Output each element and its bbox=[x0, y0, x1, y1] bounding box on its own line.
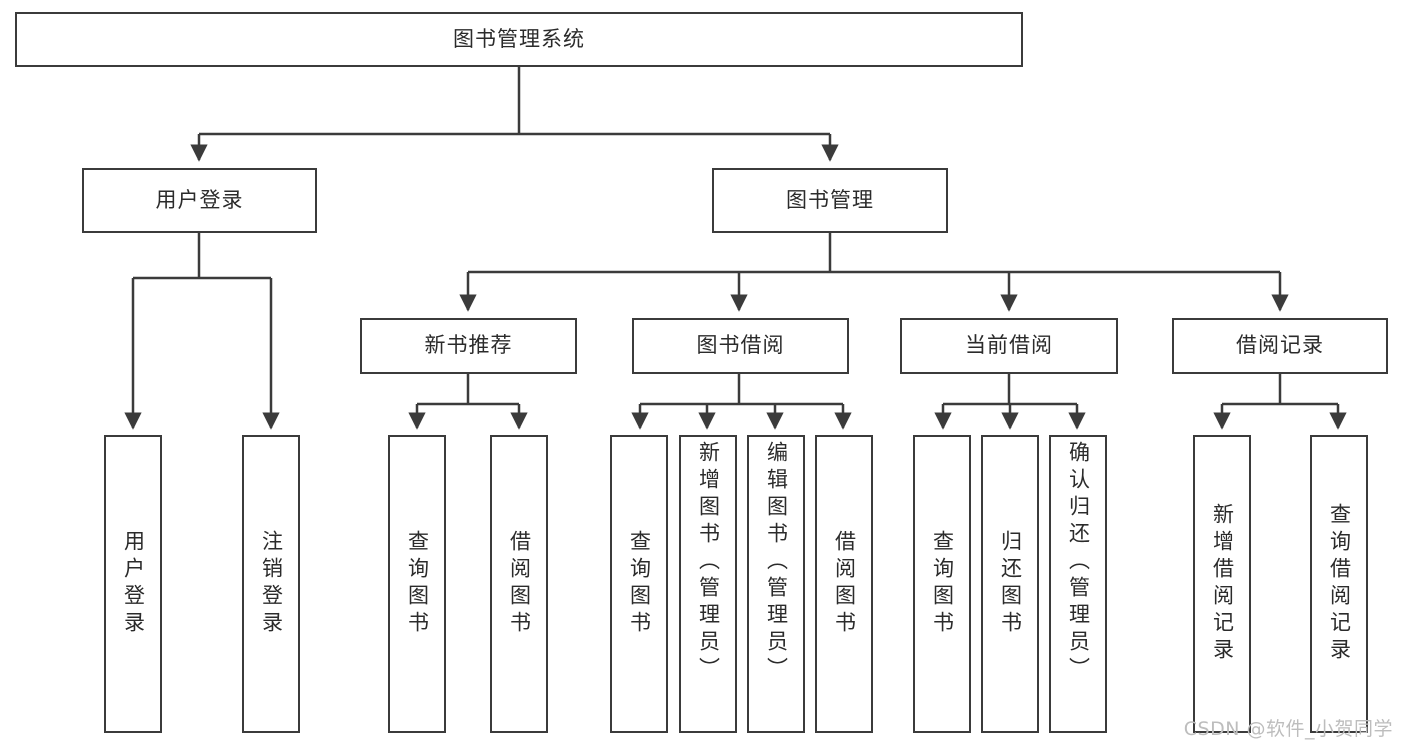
node-book-borrow[interactable]: 图书借阅 bbox=[632, 318, 849, 374]
leaf-user-login[interactable]: 用户登录 bbox=[104, 435, 162, 733]
node-new-book-recommend[interactable]: 新书推荐 bbox=[360, 318, 577, 374]
node-label: 图书借阅 bbox=[696, 333, 785, 358]
node-label: 查询借阅记录 bbox=[1327, 503, 1352, 665]
node-label: 新增图书（管理员） bbox=[696, 441, 721, 684]
leaf-query-book-recommend[interactable]: 查询图书 bbox=[388, 435, 446, 733]
leaf-confirm-return-admin[interactable]: 确认归还（管理员） bbox=[1049, 435, 1107, 733]
node-book-management[interactable]: 图书管理 bbox=[712, 168, 948, 233]
node-label: 编辑图书（管理员） bbox=[764, 441, 789, 684]
leaf-query-book-borrow[interactable]: 查询图书 bbox=[610, 435, 668, 733]
node-label: 借阅图书 bbox=[507, 530, 532, 638]
node-label: 新增借阅记录 bbox=[1210, 503, 1235, 665]
leaf-logout-login[interactable]: 注销登录 bbox=[242, 435, 300, 733]
leaf-edit-book-admin[interactable]: 编辑图书（管理员） bbox=[747, 435, 805, 733]
node-label: 借阅记录 bbox=[1236, 333, 1324, 358]
node-user-login[interactable]: 用户登录 bbox=[82, 168, 317, 233]
node-label: 新书推荐 bbox=[424, 333, 513, 358]
node-label: 用户登录 bbox=[155, 187, 244, 212]
node-label: 用户登录 bbox=[121, 530, 146, 638]
leaf-query-book-current[interactable]: 查询图书 bbox=[913, 435, 971, 733]
node-root-system[interactable]: 图书管理系统 bbox=[15, 12, 1023, 67]
leaf-borrow-book[interactable]: 借阅图书 bbox=[815, 435, 873, 733]
node-label: 图书管理 bbox=[786, 187, 874, 212]
leaf-query-borrow-record[interactable]: 查询借阅记录 bbox=[1310, 435, 1368, 733]
node-label: 查询图书 bbox=[930, 530, 955, 638]
leaf-add-borrow-record[interactable]: 新增借阅记录 bbox=[1193, 435, 1251, 733]
node-label: 查询图书 bbox=[627, 530, 652, 638]
node-label: 借阅图书 bbox=[832, 530, 857, 638]
csdn-watermark: CSDN @软件_小贺同学 bbox=[1183, 718, 1393, 740]
node-current-borrow[interactable]: 当前借阅 bbox=[900, 318, 1118, 374]
node-label: 确认归还（管理员） bbox=[1066, 441, 1091, 684]
leaf-add-book-admin[interactable]: 新增图书（管理员） bbox=[679, 435, 737, 733]
node-label: 归还图书 bbox=[998, 530, 1023, 638]
leaf-borrow-book-recommend[interactable]: 借阅图书 bbox=[490, 435, 548, 733]
leaf-return-book[interactable]: 归还图书 bbox=[981, 435, 1039, 733]
node-label: 查询图书 bbox=[405, 530, 430, 638]
node-label: 注销登录 bbox=[259, 530, 284, 638]
node-label: 当前借阅 bbox=[965, 333, 1053, 358]
node-label: 图书管理系统 bbox=[453, 26, 585, 51]
node-borrow-record[interactable]: 借阅记录 bbox=[1172, 318, 1388, 374]
